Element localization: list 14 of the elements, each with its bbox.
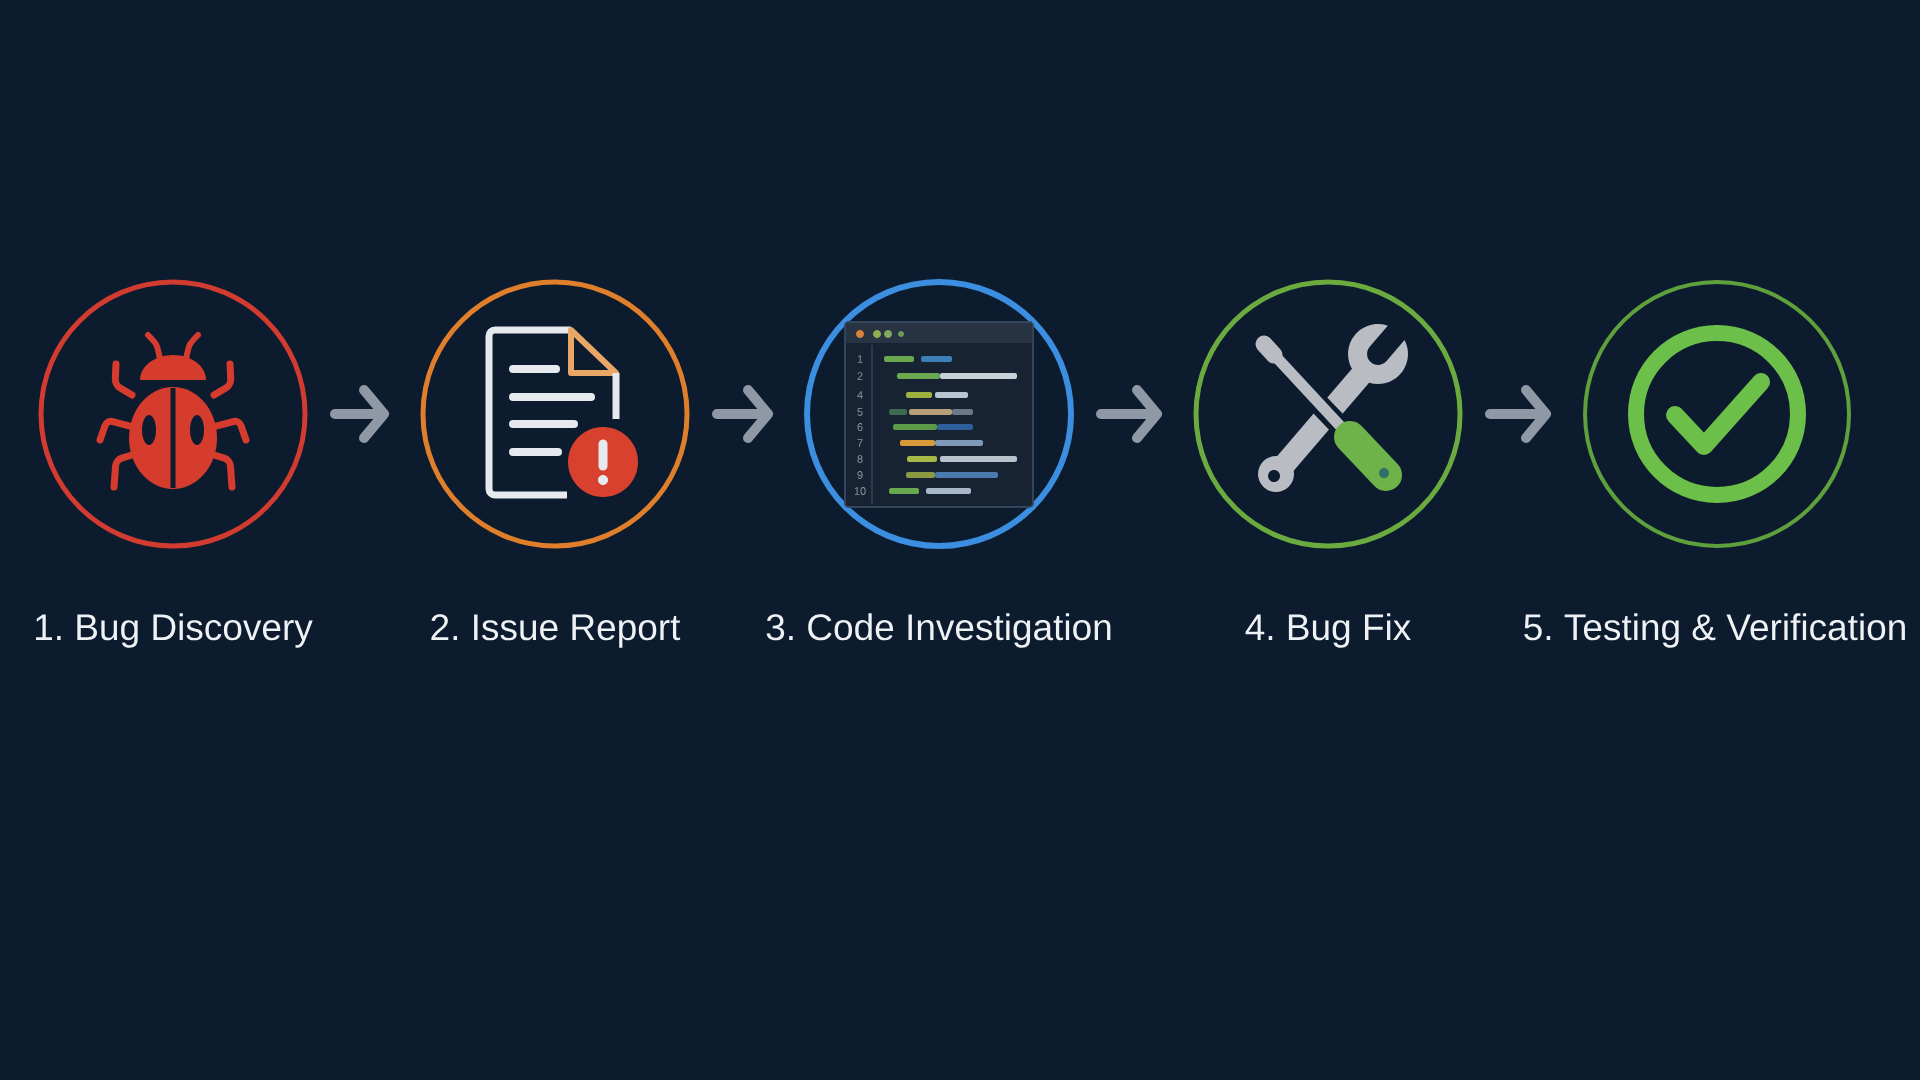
line-number: 1: [857, 355, 863, 363]
step-label: 1. Bug Discovery: [36, 613, 313, 648]
line-number: 4: [857, 391, 863, 399]
step-label: 2. Issue Report: [431, 614, 681, 648]
line-number: 10: [854, 487, 866, 495]
line-number: 7: [857, 439, 863, 447]
step-label: 3. Code Investigation: [766, 613, 1111, 648]
line-number: 9: [857, 471, 863, 479]
line-number: 6: [857, 423, 863, 431]
line-number: 2: [857, 372, 863, 380]
step-label: 5. Testing & Verification: [1524, 613, 1905, 648]
line-number: 8: [857, 455, 863, 463]
step-label: 4. Bug Fix: [1245, 613, 1411, 648]
line-number: 5: [857, 408, 863, 416]
